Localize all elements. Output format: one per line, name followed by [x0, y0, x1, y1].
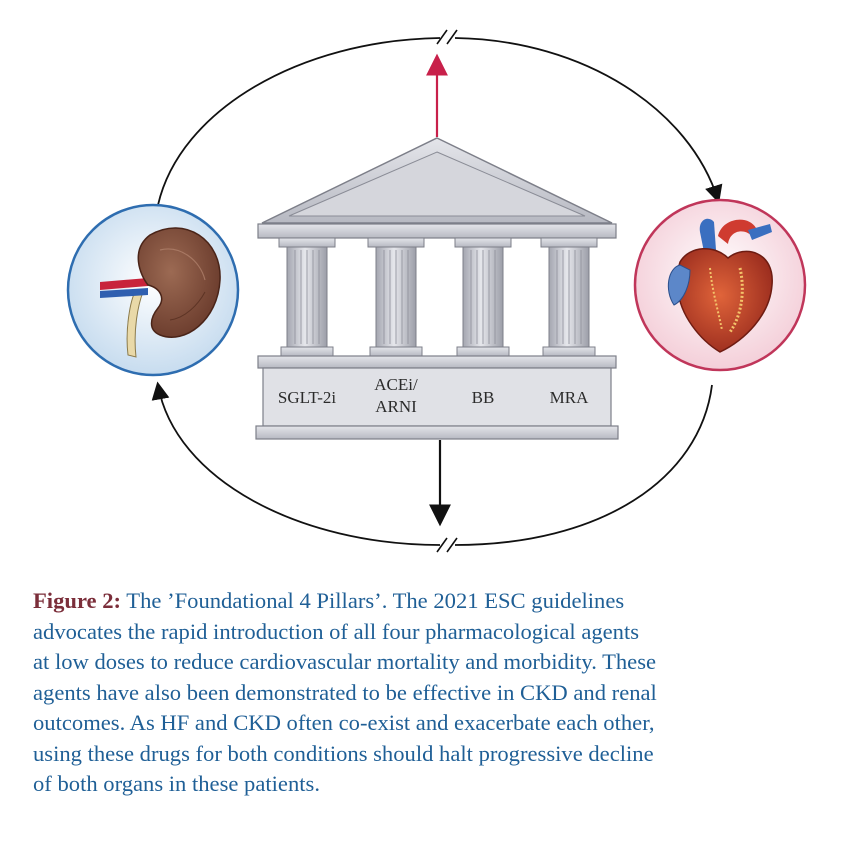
pillar-label-3: BB	[472, 388, 495, 407]
break-mark-bottom	[436, 537, 458, 553]
arc-top-right	[454, 37, 723, 204]
pillars-temple: SGLT-2i ACEi/ARNI BB MRA	[255, 137, 619, 440]
pillar-label-line: SGLT-2i	[278, 388, 337, 407]
pillar-label-4: MRA	[550, 388, 589, 407]
temple-foot	[255, 425, 619, 440]
kidney-organ	[66, 203, 240, 377]
temple-base	[262, 367, 612, 427]
caption-line: Figure 2: The ’Foundational 4 Pillars’. …	[33, 586, 848, 617]
pillar-labels: SGLT-2i ACEi/ARNI BB MRA	[278, 375, 589, 416]
pillar-label-line: BB	[472, 388, 495, 407]
caption-line: agents have also been demonstrated to be…	[33, 679, 657, 705]
pillar-label-2: ACEi/ARNI	[374, 375, 418, 416]
four-pillars-diagram: SGLT-2i ACEi/ARNI BB MRA	[66, 29, 807, 553]
pillar-label-line: ACEi/	[374, 375, 418, 394]
figure-caption: Figure 2: The ’Foundational 4 Pillars’. …	[33, 586, 848, 800]
cycle-arcs	[151, 37, 723, 546]
pillar-label-line: ARNI	[375, 397, 417, 416]
arc-top-left	[157, 37, 441, 206]
arc-bottom-right	[454, 384, 713, 546]
heart-icon	[667, 218, 773, 353]
temple-columns	[278, 237, 598, 357]
break-mark-top	[436, 29, 458, 45]
arc-bottom-left	[151, 381, 441, 546]
caption-line: advocates the rapid introduction of all …	[33, 618, 640, 644]
column-1	[278, 237, 336, 357]
caption-line: outcomes. As HF and CKD often co-exist a…	[33, 710, 655, 735]
figure-label: Figure 2:	[33, 588, 122, 613]
heart-organ	[633, 198, 807, 372]
kidney-icon	[100, 227, 221, 358]
pillar-label-line: MRA	[550, 388, 589, 407]
column-3	[454, 237, 512, 357]
caption-line: using these drugs for both conditions sh…	[33, 740, 654, 766]
pillar-label-1: SGLT-2i	[278, 388, 337, 407]
caption-line: of both organs in these patients.	[33, 771, 320, 796]
temple-stylobate	[257, 355, 617, 369]
caption-line: at low doses to reduce cardiovascular mo…	[33, 649, 657, 674]
temple-entablature	[257, 223, 617, 239]
caption-text: The ’Foundational 4 Pillars’. The 2021 E…	[121, 588, 625, 613]
column-2	[367, 237, 425, 357]
column-4	[540, 237, 598, 357]
